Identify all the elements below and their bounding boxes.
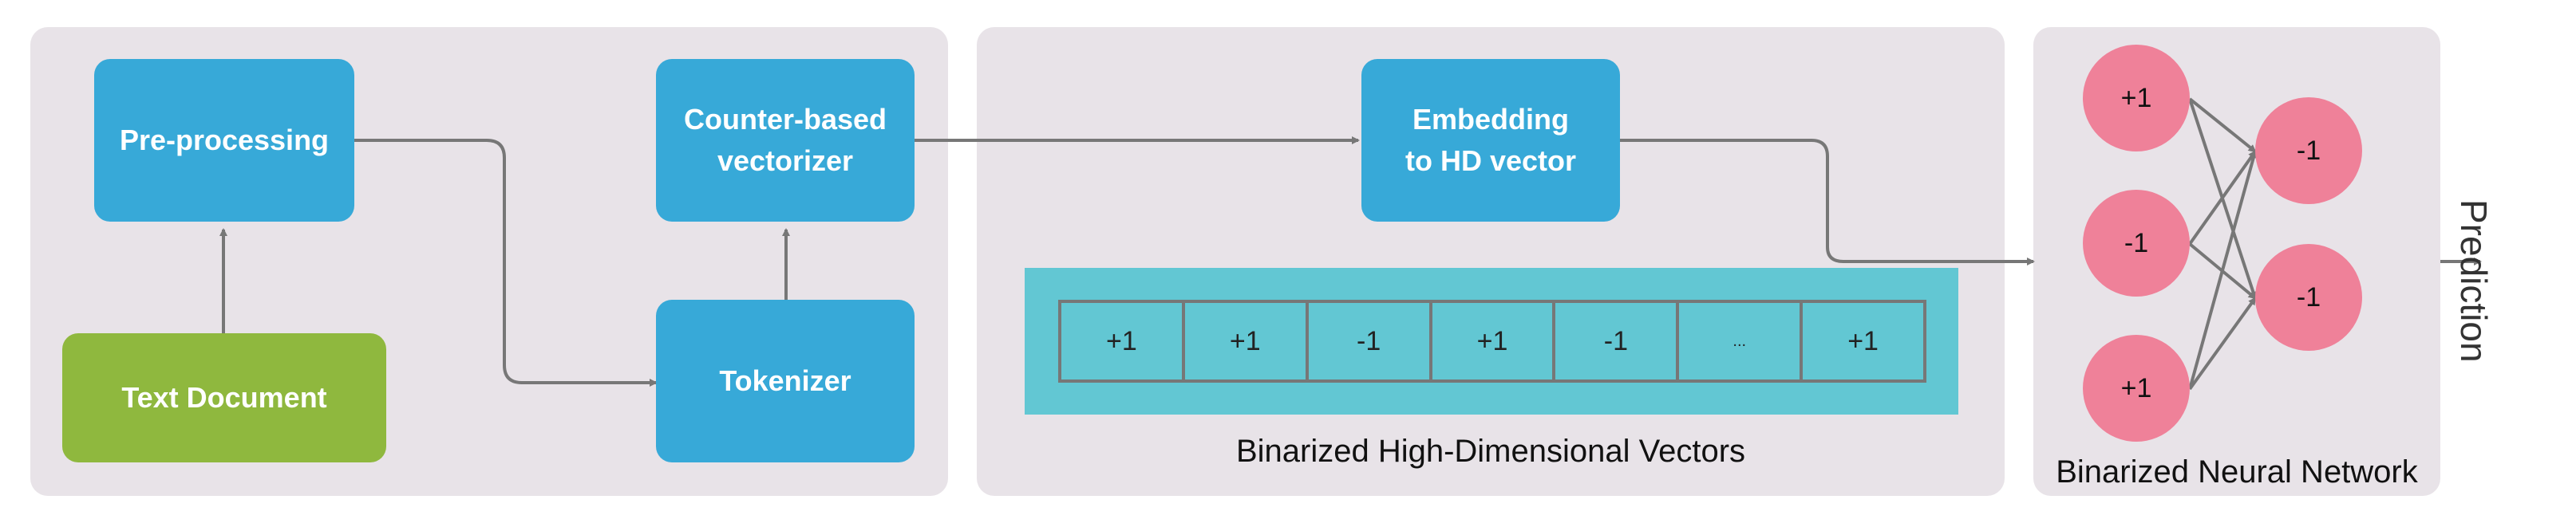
embedding-label: Embedding to HD vector (1405, 103, 1577, 177)
preprocessing-label: Pre-processing (119, 124, 330, 156)
prediction-label: Prediction (2453, 199, 2495, 363)
bnn-caption: Binarized Neural Network (2056, 454, 2418, 490)
arrow-embedding-to-bnn (1620, 139, 2035, 265)
hd-vector-cell: -1 (1555, 303, 1680, 379)
hd-vector-cell: +1 (1847, 325, 1879, 356)
input-neuron: -1 (2083, 190, 2190, 297)
hd-vector-cell: +1 (1061, 303, 1185, 379)
output-neuron: -1 (2255, 97, 2362, 204)
preprocessing-box: Pre-processing (94, 59, 354, 222)
hd-vector-cell: -1 (1309, 303, 1432, 379)
input-neuron: +1 (2083, 45, 2190, 151)
tokenizer-label: Tokenizer (719, 364, 851, 397)
tokenizer-box: Tokenizer (656, 300, 915, 462)
hd-vector-cell: +1 (1185, 303, 1309, 379)
arrow-preprocessing-to-tokenizer (354, 139, 658, 387)
hd-vector-caption: Binarized High-Dimensional Vectors (1235, 434, 1746, 469)
input-neuron: +1 (2083, 335, 2190, 442)
text-document-label: Text Document (121, 381, 327, 414)
output-neuron: -1 (2255, 244, 2362, 351)
hd-vector-cells: +1 +1 -1 +1 -1 ... +1 (1058, 300, 1926, 383)
counter-vectorizer-box: Counter-based vectorizer (656, 59, 915, 222)
hd-vector-cell-ellipsis: ... (1679, 303, 1804, 379)
text-document-box: Text Document (62, 333, 386, 462)
counter-vectorizer-label: Counter-based vectorizer (683, 103, 887, 177)
hd-vector-cell: +1 (1432, 303, 1556, 379)
embedding-box: Embedding to HD vector (1361, 59, 1620, 222)
